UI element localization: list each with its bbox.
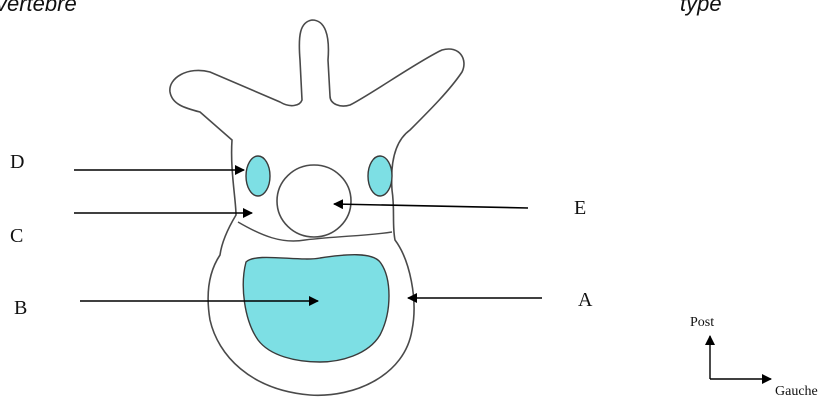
- label-a: A: [578, 290, 592, 310]
- label-e: E: [574, 198, 586, 218]
- vertebral-foramen: [277, 165, 351, 237]
- transverse-foramen-right: [368, 156, 392, 196]
- label-d: D: [10, 152, 24, 172]
- orientation-label-gauche: Gauche: [775, 385, 818, 399]
- transverse-foramen-left: [246, 156, 270, 196]
- label-b: B: [14, 298, 27, 318]
- vertebral-body-fill: [243, 255, 389, 362]
- label-c: C: [10, 226, 23, 246]
- orientation-label-post: Post: [690, 316, 714, 330]
